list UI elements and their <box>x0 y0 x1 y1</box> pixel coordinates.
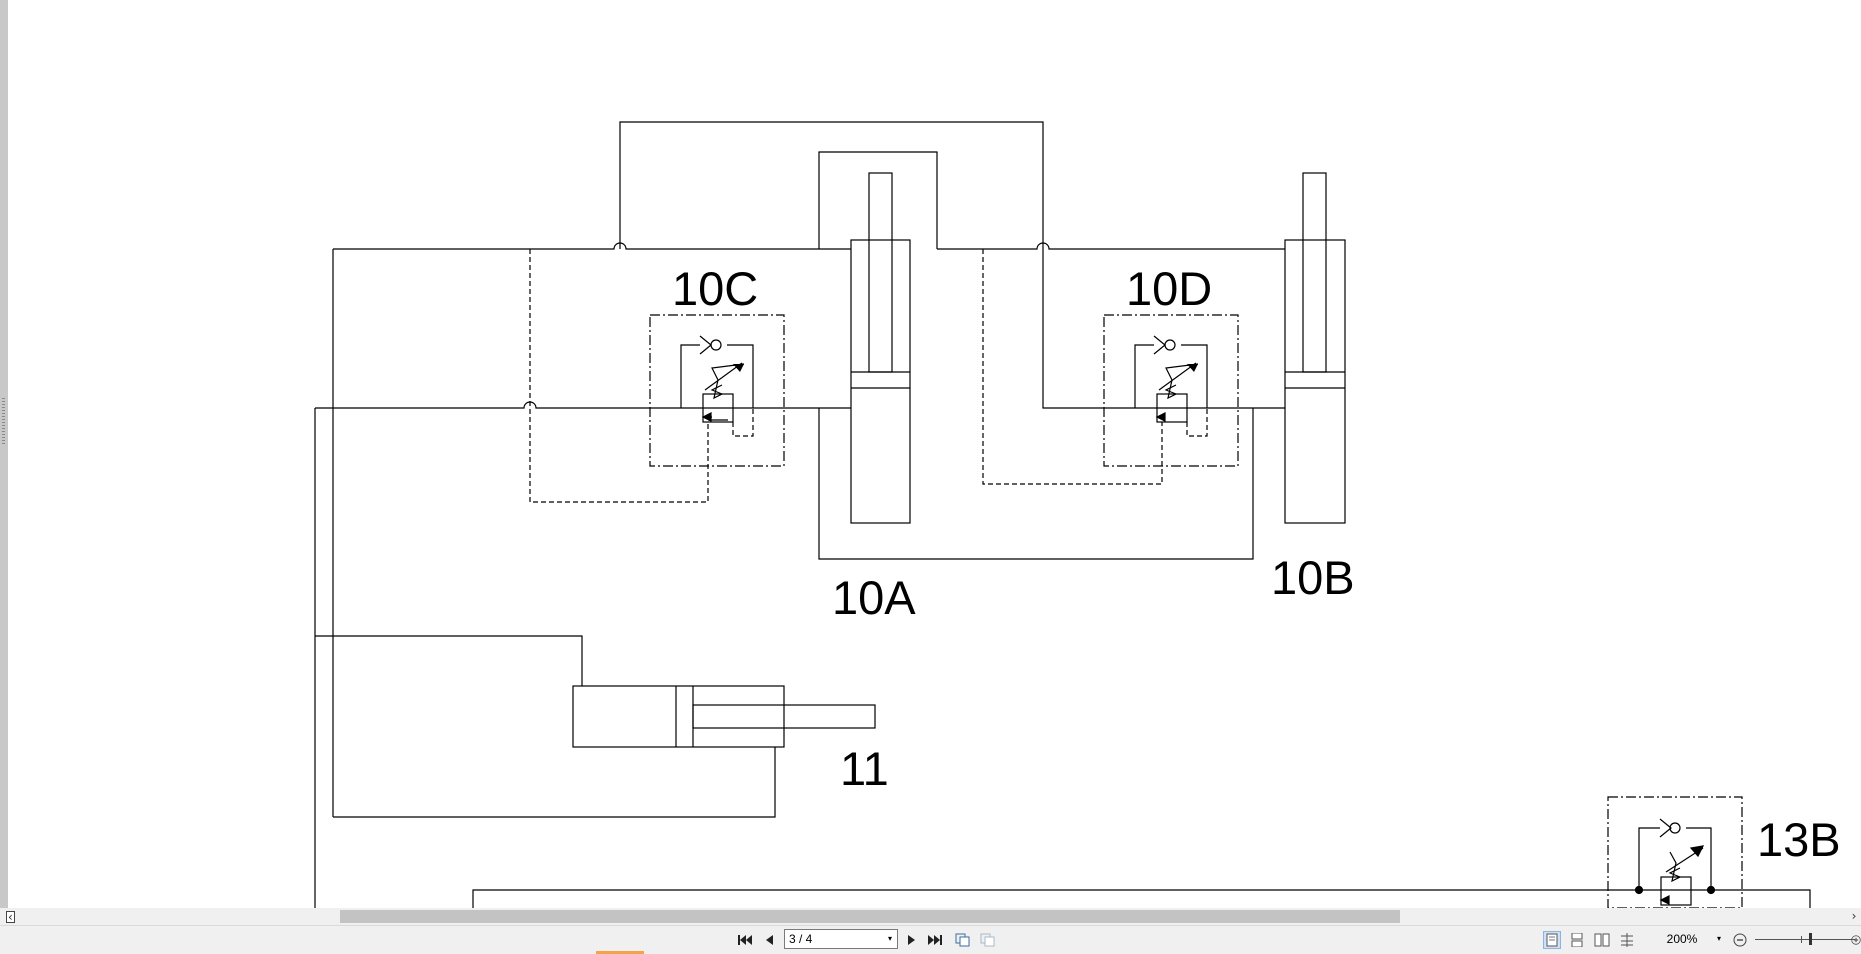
label-10d: 10D <box>1126 262 1212 315</box>
status-bar: 3 / 4 ▾ 200% ▾ <box>0 925 1861 954</box>
label-11: 11 <box>840 742 889 795</box>
label-10b: 10B <box>1271 551 1355 604</box>
scroll-thumb[interactable] <box>340 910 1400 923</box>
zoom-out-button[interactable] <box>1731 931 1749 949</box>
page-number-value: 3 / 4 <box>789 932 813 946</box>
single-page-view-button[interactable] <box>1543 931 1561 949</box>
page-dropdown-icon[interactable]: ▾ <box>888 934 893 943</box>
cylinder-11-body <box>572 685 785 748</box>
two-page-view-icon <box>1594 933 1610 947</box>
go-back-view-button[interactable] <box>954 931 972 949</box>
hydraulic-schematic: 10C 10D 10A 10B 11 13B <box>314 121 1841 908</box>
horizontal-scrollbar[interactable]: ‹ › <box>0 908 1861 925</box>
active-tab-indicator <box>596 951 644 954</box>
zoom-out-icon <box>1733 933 1747 947</box>
crossover-line <box>818 151 938 249</box>
zoom-slider-thumb[interactable] <box>1809 933 1812 945</box>
scroll-left-button[interactable]: ‹ <box>0 908 13 925</box>
next-page-icon <box>908 935 915 945</box>
zoom-slider[interactable] <box>1755 939 1855 940</box>
valve-13b <box>1607 796 1743 908</box>
cylinder-10a-body <box>850 239 911 524</box>
zoom-in-icon <box>1851 935 1861 945</box>
two-page-view-button[interactable] <box>1593 931 1611 949</box>
cylinder-10a-rod <box>868 172 893 373</box>
single-page-view-icon <box>1546 933 1558 947</box>
return-loop <box>818 408 1254 560</box>
bottom-line <box>472 889 1811 908</box>
label-13b: 13B <box>1757 813 1841 866</box>
zoom-slider-tick <box>1801 936 1802 943</box>
lower-pressure-line-2 <box>1042 249 1285 409</box>
cylinder-10b-body <box>1284 239 1346 524</box>
panel-resize-grip[interactable] <box>2 398 5 444</box>
scroll-corner-icon <box>6 911 15 923</box>
previous-page-icon <box>766 935 773 945</box>
go-forward-view-button[interactable] <box>979 931 997 949</box>
cylinder-11-return <box>333 747 776 818</box>
last-page-icon <box>928 935 942 945</box>
pilot-line-10d <box>982 249 1163 485</box>
previous-view-icon <box>955 933 970 947</box>
cylinder-10b-rod <box>1302 172 1327 373</box>
zoom-level[interactable]: 200% <box>1666 932 1698 946</box>
zoom-in-button[interactable] <box>1851 931 1861 949</box>
first-page-icon <box>738 935 752 945</box>
valve-10c <box>649 314 785 467</box>
cylinder-11-supply <box>315 635 583 686</box>
next-view-icon <box>980 933 995 947</box>
scroll-right-button[interactable]: › <box>1847 908 1861 925</box>
upper-pilot-line <box>333 242 851 250</box>
two-page-continuous-view-icon <box>1621 933 1633 947</box>
valve-10d <box>1103 314 1239 467</box>
rod-line-10a <box>619 121 1044 249</box>
page-number-input[interactable]: 3 / 4 <box>784 929 898 949</box>
two-page-continuous-view-button[interactable] <box>1618 931 1636 949</box>
left-panel-edge[interactable] <box>0 0 8 908</box>
zoom-dropdown-icon[interactable]: ▾ <box>1717 934 1722 943</box>
label-10a: 10A <box>832 571 916 624</box>
lower-pressure-line <box>315 401 851 409</box>
continuous-view-button[interactable] <box>1568 931 1586 949</box>
upper-pilot-line-2 <box>937 242 1285 250</box>
previous-page-button[interactable] <box>760 931 778 949</box>
last-page-button[interactable] <box>926 931 944 949</box>
cylinder-11-rod <box>692 704 876 729</box>
label-10c: 10C <box>672 262 758 315</box>
chevron-left-icon: ‹ <box>8 910 13 924</box>
chevron-right-icon: › <box>1851 909 1857 923</box>
next-page-button[interactable] <box>903 931 921 949</box>
first-page-button[interactable] <box>736 931 754 949</box>
continuous-view-icon <box>1571 933 1583 947</box>
